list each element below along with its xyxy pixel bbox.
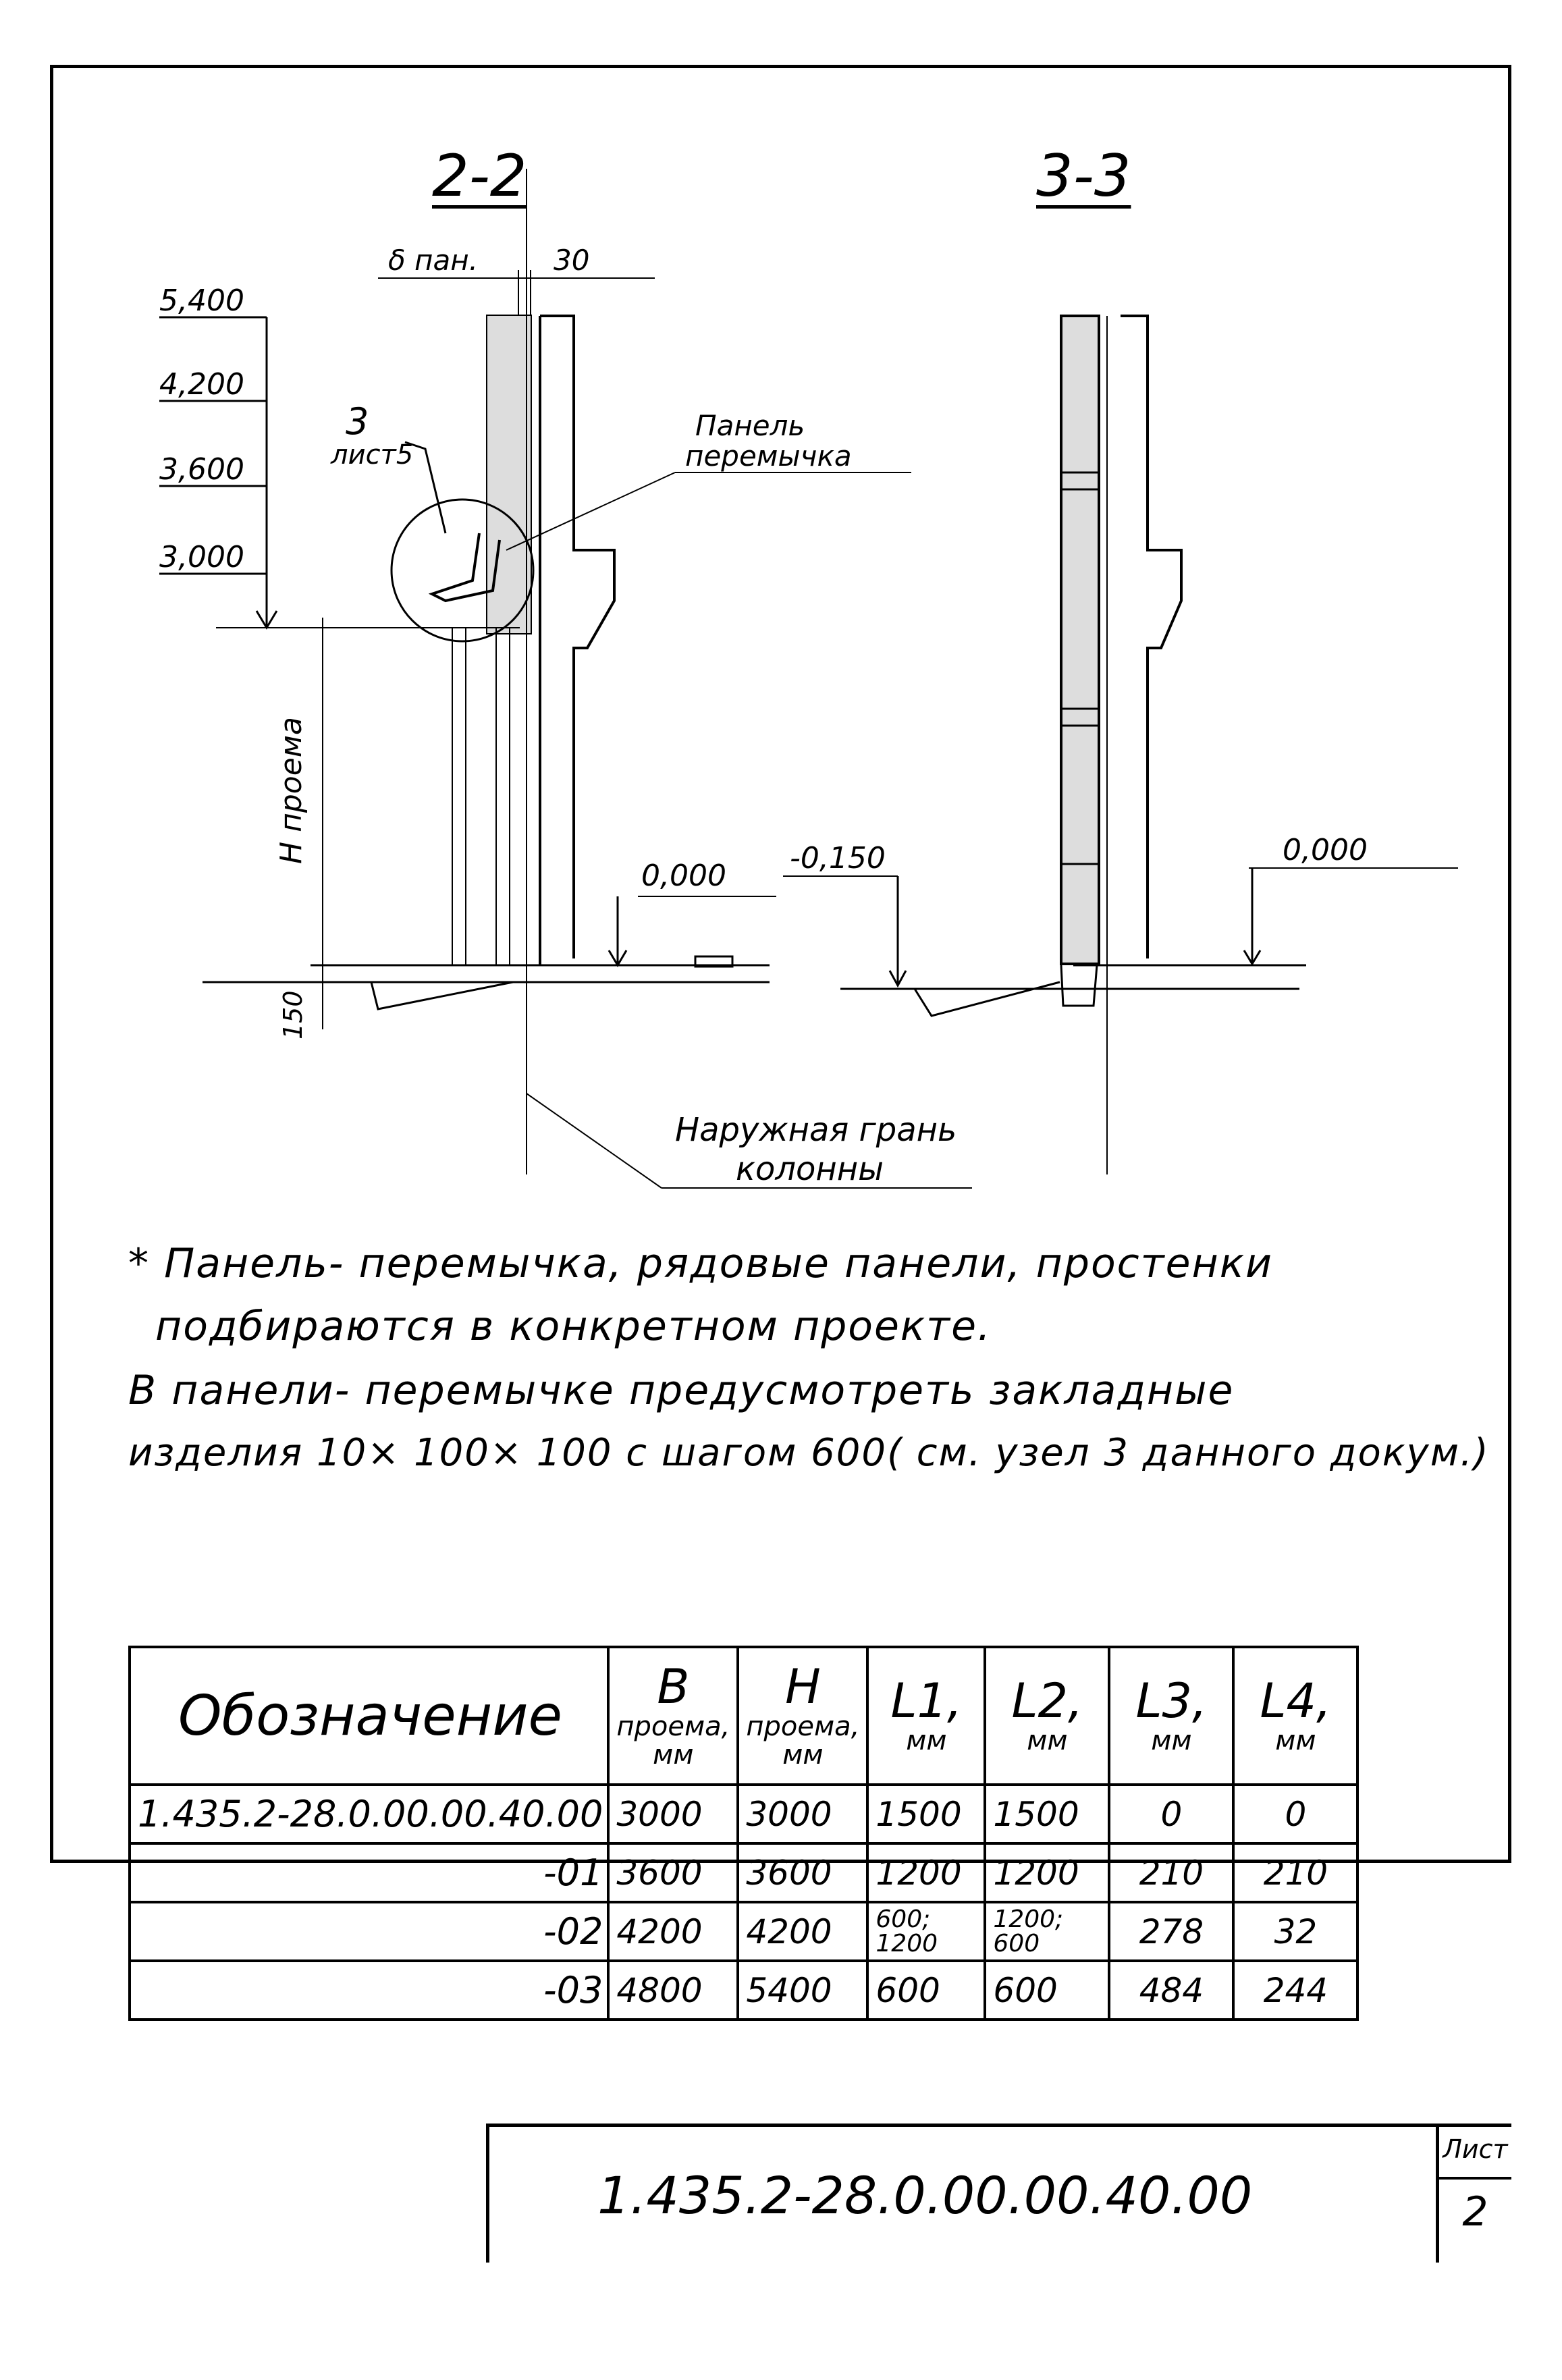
header-l3: L3, мм: [1108, 1646, 1235, 1786]
header-h: Н проема, мм: [736, 1646, 869, 1786]
header-l1-symbol: L1,: [890, 1673, 963, 1729]
row-b: 4800: [607, 1959, 740, 2021]
row-l4: 244: [1232, 1959, 1359, 2021]
header-b-symbol: В: [657, 1659, 690, 1715]
note-line-1: * Панель- перемычка, рядовые панели, про…: [128, 1240, 1273, 1287]
table-header-row: Обозначение В проема, мм Н проема, мм L1…: [128, 1646, 1359, 1786]
column-outline: [540, 315, 616, 958]
note-line-4: изделия 10× 100× 100 с шагом 600( см. уз…: [128, 1431, 1490, 1475]
level-3000: 3,000: [159, 540, 244, 574]
panel-label-line2: перемычка: [685, 439, 852, 472]
note-line-3: В панели- перемычке предусмотреть заклад…: [128, 1367, 1235, 1414]
sheet-number: 2: [1462, 2188, 1488, 2236]
header-l2: L2, мм: [984, 1646, 1111, 1786]
minus-level-label: -0,150: [790, 841, 886, 875]
header-h-unit2: мм: [782, 1739, 824, 1770]
title-block: 1.435.2-28.0.00.00.40.00 Лист 2: [486, 2124, 1511, 2263]
row-h: 3600: [736, 1842, 869, 1903]
level-5400: 5,400: [159, 283, 244, 318]
header-h-unit1: проема,: [746, 1710, 860, 1742]
lintel-bracket: [428, 533, 501, 603]
header-l2-symbol: L2,: [1011, 1673, 1083, 1729]
row-l2: 1200: [984, 1842, 1111, 1903]
header-l3-unit: мм: [1151, 1725, 1192, 1756]
detail-callout-leader: [404, 441, 447, 534]
gap-dimension-label: 30: [554, 244, 590, 277]
column-label-line2: колонны: [736, 1150, 884, 1188]
detail-callout-circle: [390, 498, 535, 643]
header-l2-unit: мм: [1027, 1725, 1068, 1756]
slab-edge-right: [913, 981, 1060, 1017]
row-l3: 210: [1108, 1842, 1235, 1903]
row-h: 4200: [736, 1901, 869, 1962]
table-row: 1.435.2-28.0.00.00.40.00 3000 3000 1500 …: [128, 1783, 1359, 1845]
row-code: 1.435.2-28.0.00.00.40.00: [128, 1783, 610, 1845]
row-b: 3000: [607, 1783, 740, 1845]
row-b: 3600: [607, 1842, 740, 1903]
header-b-unit1: проема,: [616, 1710, 730, 1742]
section-title-2-2: 2-2: [432, 142, 527, 210]
row-l3: 484: [1108, 1959, 1235, 2021]
column-label-line1: Наружная грань: [675, 1111, 957, 1149]
panel-thickness-label: δ пан.: [388, 244, 479, 277]
row-h: 5400: [736, 1959, 869, 2021]
panel-leader: [506, 472, 676, 551]
row-l1: 600: [866, 1959, 987, 2021]
row-l2: 600: [984, 1959, 1111, 2021]
detail-callout-sheet: лист5: [331, 439, 414, 470]
section-title-3-3: 3-3: [1036, 142, 1131, 210]
floor-level-left: 0,000: [641, 859, 726, 893]
row-l1: 1200: [866, 1842, 987, 1903]
level-4200: 4,200: [159, 367, 244, 402]
note-line-2: подбираются в конкретном проекте.: [155, 1303, 992, 1350]
opening-height-label: Н проема: [274, 717, 308, 864]
header-l1-unit: мм: [906, 1725, 947, 1756]
row-l4: 32: [1232, 1901, 1359, 1962]
depth-label: 150: [278, 990, 308, 1039]
header-b: В проема, мм: [607, 1646, 740, 1786]
panel-label-line1: Панель: [695, 409, 805, 442]
header-h-symbol: Н: [785, 1659, 821, 1715]
row-l1: 1500: [866, 1783, 987, 1845]
slab-edge-left: [370, 981, 514, 1010]
header-l4-unit: мм: [1275, 1725, 1316, 1756]
column-label-leader: [526, 1093, 662, 1189]
header-l4-symbol: L4,: [1260, 1673, 1332, 1729]
row-b: 4200: [607, 1901, 740, 1962]
header-b-unit2: мм: [653, 1739, 694, 1770]
detail-callout-number: 3: [346, 400, 369, 443]
row-l4: 0: [1232, 1783, 1359, 1845]
header-l4: L4, мм: [1232, 1646, 1359, 1786]
floor-level-right: 0,000: [1283, 833, 1368, 867]
sheet-label: Лист: [1439, 2127, 1511, 2180]
row-l2: 1200; 600: [984, 1901, 1111, 1962]
row-h: 3000: [736, 1783, 869, 1845]
header-l3-symbol: L3,: [1135, 1673, 1208, 1729]
floor-block: [694, 955, 734, 968]
table-row: -01 3600 3600 1200 1200 210 210: [128, 1842, 1359, 1903]
header-l1: L1, мм: [866, 1646, 987, 1786]
row-l2: 1500: [984, 1783, 1111, 1845]
row-code: -02: [128, 1901, 610, 1962]
row-l4: 210: [1232, 1842, 1359, 1903]
row-code: -01: [128, 1842, 610, 1903]
footing-right: [1060, 965, 1098, 1007]
floor-level-arrow-left: [608, 950, 628, 967]
row-l1: 600; 1200: [866, 1901, 987, 1962]
row-code: -03: [128, 1959, 610, 2021]
row-l3: 278: [1108, 1901, 1235, 1962]
row-l3: 0: [1108, 1783, 1235, 1845]
wall-panels: [1060, 315, 1100, 965]
table-row: -03 4800 5400 600 600 484 244: [128, 1959, 1359, 2021]
floor-level-arrow-right: [1243, 950, 1262, 966]
sheet-cell: Лист 2: [1436, 2127, 1511, 2263]
minus-level-arrow: [888, 970, 907, 988]
document-code: 1.435.2-28.0.00.00.40.00: [597, 2165, 1253, 2225]
level-3600: 3,600: [159, 452, 244, 487]
specification-table: Обозначение В проема, мм Н проема, мм L1…: [128, 1646, 1359, 2021]
table-row: -02 4200 4200 600; 1200 1200; 600 278 32: [128, 1901, 1359, 1962]
column-outline-right: [1121, 315, 1183, 958]
header-designation: Обозначение: [128, 1646, 610, 1786]
